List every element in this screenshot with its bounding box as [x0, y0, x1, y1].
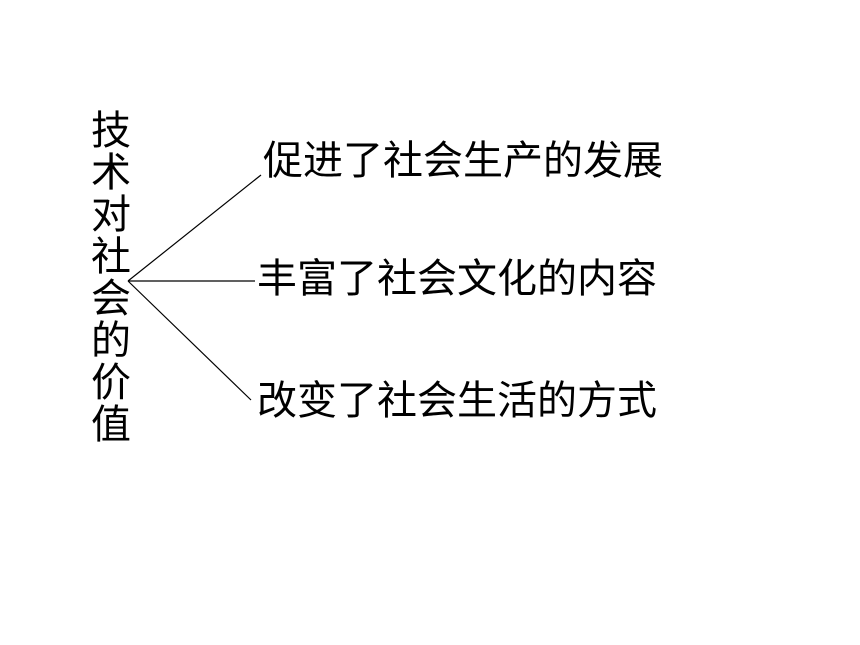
- connector-line-1: [127, 174, 262, 282]
- branch-node-culture: 丰富了社会文化的内容: [257, 256, 657, 302]
- root-title-char: 对: [91, 192, 131, 238]
- root-title-char: 社: [91, 234, 131, 280]
- root-title-char: 术: [91, 150, 131, 196]
- root-title-char: 值: [91, 402, 131, 448]
- root-title-char: 价: [91, 360, 131, 406]
- root-title-char: 的: [91, 318, 131, 364]
- branch-node-production: 促进了社会生产的发展: [263, 138, 663, 184]
- connector-line-3: [127, 280, 252, 401]
- branch-node-lifestyle: 改变了社会生活的方式: [257, 378, 657, 424]
- root-title-char: 会: [91, 276, 131, 322]
- root-node-vertical-title: 技术对社会的价值: [88, 110, 134, 446]
- root-title-char: 技: [91, 108, 131, 154]
